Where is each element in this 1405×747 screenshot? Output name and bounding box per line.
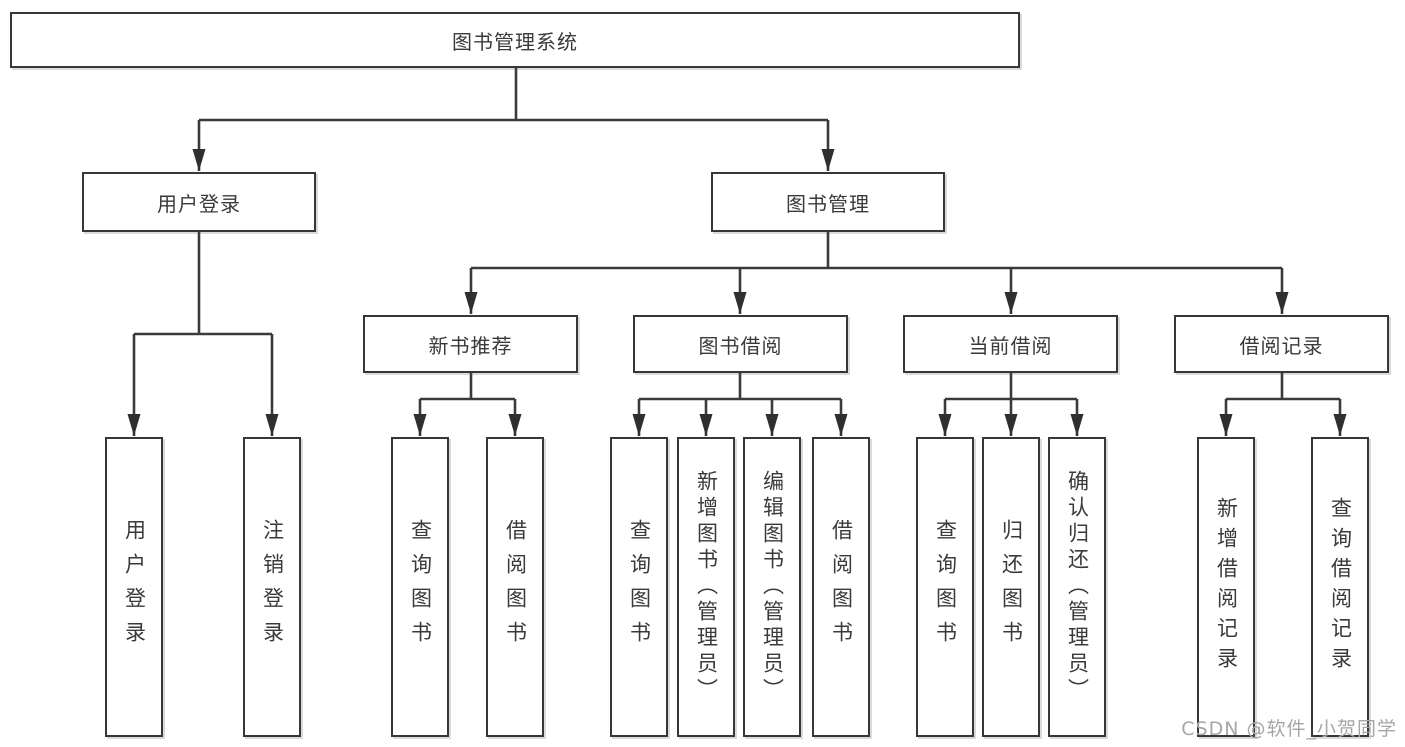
node-root: 图书管理系统 [10,12,1020,68]
node-borrow-records: 借阅记录 [1174,315,1389,373]
node-leaf-logout-label: 注销登录 [260,519,285,655]
node-leaf-user-login-label: 用户登录 [122,519,147,655]
node-new-book-recommend: 新书推荐 [363,315,578,373]
node-leaf-borrow-book-recommend-label: 借阅图书 [503,519,528,655]
node-leaf-confirm-return-admin-label: 确认归还（管理员） [1065,470,1090,704]
node-leaf-query-borrow-record: 查询借阅记录 [1311,437,1369,737]
node-leaf-edit-book-admin: 编辑图书（管理员） [743,437,801,737]
node-user-login-label: 用户登录 [157,191,241,216]
node-leaf-query-borrow-record-label: 查询借阅记录 [1328,497,1353,677]
node-current-borrow: 当前借阅 [903,315,1118,373]
node-leaf-query-book-recommend-label: 查询图书 [408,519,433,655]
node-user-login: 用户登录 [82,172,316,232]
watermark: CSDN @软件_小贺同学 [1181,718,1397,740]
node-leaf-borrow-book-borrow-label: 借阅图书 [829,519,854,655]
node-current-borrow-label: 当前借阅 [968,333,1053,358]
node-root-label: 图书管理系统 [452,29,578,54]
connector-arrows [127,120,1347,436]
node-book-management: 图书管理 [711,172,945,232]
node-leaf-confirm-return-admin: 确认归还（管理员） [1048,437,1106,737]
node-leaf-query-book-borrow: 查询图书 [610,437,668,737]
node-leaf-add-book-admin-label: 新增图书（管理员） [694,470,719,704]
node-leaf-add-borrow-record-label: 新增借阅记录 [1214,497,1239,677]
node-leaf-return-book: 归还图书 [982,437,1040,737]
node-leaf-logout: 注销登录 [243,437,301,737]
node-book-borrow-label: 图书借阅 [698,333,783,358]
node-leaf-query-book-current-label: 查询图书 [933,519,958,655]
node-new-book-recommend-label: 新书推荐 [428,333,513,358]
node-book-borrow: 图书借阅 [633,315,848,373]
node-leaf-query-book-borrow-label: 查询图书 [627,519,652,655]
node-leaf-edit-book-admin-label: 编辑图书（管理员） [760,470,785,704]
node-leaf-borrow-book-borrow: 借阅图书 [812,437,870,737]
node-borrow-records-label: 借阅记录 [1239,333,1324,358]
node-leaf-add-book-admin: 新增图书（管理员） [677,437,735,737]
node-leaf-return-book-label: 归还图书 [999,519,1024,655]
node-leaf-query-book-current: 查询图书 [916,437,974,737]
node-leaf-user-login: 用户登录 [105,437,163,737]
node-leaf-add-borrow-record: 新增借阅记录 [1197,437,1255,737]
node-book-management-label: 图书管理 [786,191,870,216]
node-leaf-query-book-recommend: 查询图书 [391,437,449,737]
node-leaf-borrow-book-recommend: 借阅图书 [486,437,544,737]
